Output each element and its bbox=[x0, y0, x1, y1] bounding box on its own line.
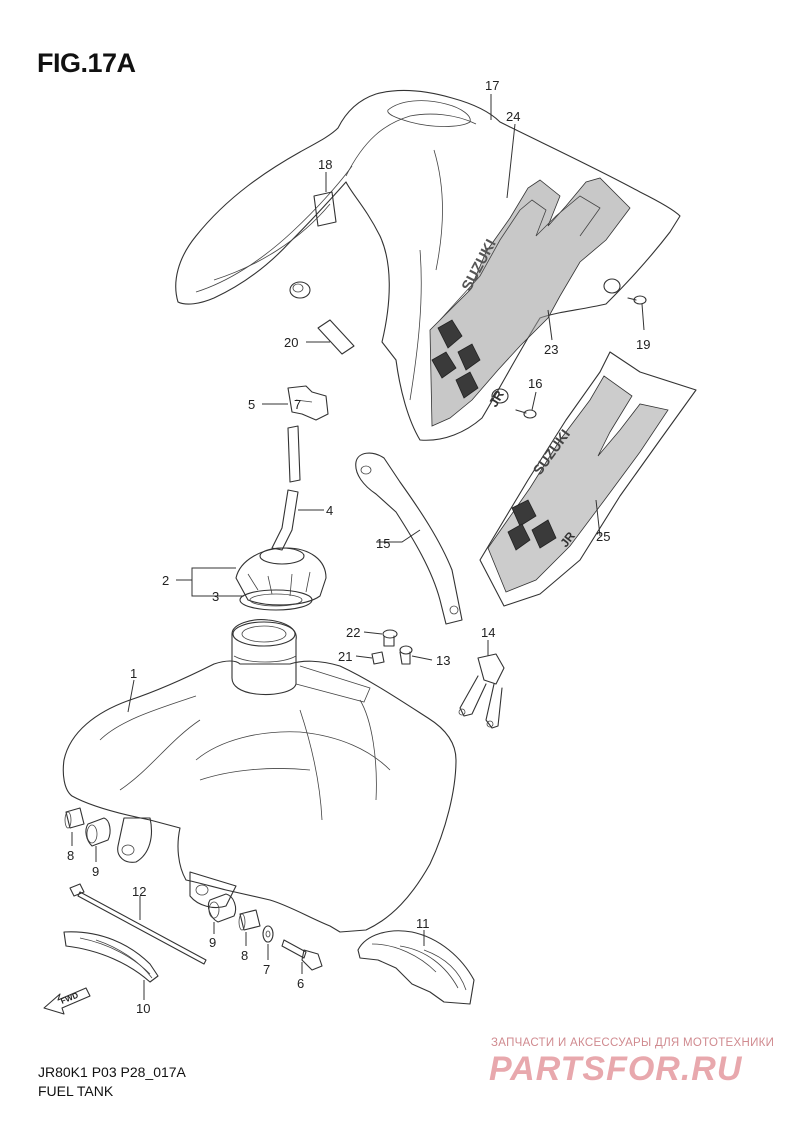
part-4-hose bbox=[271, 425, 301, 551]
callout-1: 1 bbox=[130, 666, 137, 681]
callout-2: 2 bbox=[162, 573, 169, 588]
part-15-bracket bbox=[355, 452, 463, 625]
callout-17: 17 bbox=[485, 78, 499, 93]
callout-7: 7 bbox=[263, 962, 270, 977]
part-8-collar-lower bbox=[238, 909, 261, 931]
callout-5: 5 bbox=[248, 397, 255, 412]
part-1-fuel-tank bbox=[62, 619, 457, 933]
callout-21: 21 bbox=[338, 649, 352, 664]
part-20-pad bbox=[317, 319, 355, 355]
part-9-grommet-lower bbox=[207, 893, 237, 923]
part-14-rubber-strap bbox=[458, 653, 505, 729]
callout-12: 12 bbox=[132, 884, 146, 899]
callout-13: 13 bbox=[436, 653, 450, 668]
callout-3: 3 bbox=[212, 589, 219, 604]
callout-15: 15 bbox=[376, 536, 390, 551]
callout-18: 18 bbox=[318, 157, 332, 172]
part-19-screw bbox=[627, 295, 647, 305]
callout-14: 14 bbox=[481, 625, 495, 640]
callout-23: 23 bbox=[544, 342, 558, 357]
callout-4: 4 bbox=[326, 503, 333, 518]
callout-11: 11 bbox=[416, 916, 430, 931]
part-2-cap bbox=[235, 547, 327, 606]
decal-model-upper: JR bbox=[486, 387, 508, 409]
callout-9-lower: 9 bbox=[209, 935, 216, 950]
leader-lines bbox=[71, 94, 645, 1000]
part-11-protector bbox=[357, 930, 475, 1005]
part-12-strap bbox=[69, 883, 207, 965]
part-10-pad bbox=[63, 931, 159, 983]
callout-7-clip: 7 bbox=[294, 397, 301, 412]
figure-title: FIG.17A bbox=[37, 48, 136, 78]
watermark-logo: PARTSFOR.RU bbox=[489, 1050, 743, 1088]
callout-9-left: 9 bbox=[92, 864, 99, 879]
callout-8-left: 8 bbox=[67, 848, 74, 863]
callout-24: 24 bbox=[506, 109, 520, 124]
callout-19: 19 bbox=[636, 337, 650, 352]
watermark-tagline: ЗАПЧАСТИ И АКСЕССУАРЫ ДЛЯ МОТОТЕХНИКИ bbox=[491, 1037, 775, 1049]
callout-25: 25 bbox=[596, 529, 610, 544]
fwd-arrow-icon: FWD bbox=[43, 987, 91, 1015]
part-7-washer bbox=[262, 925, 274, 943]
part-3-gasket bbox=[239, 589, 313, 611]
part-25-decal bbox=[479, 351, 697, 607]
callout-20: 20 bbox=[284, 335, 298, 350]
part-5-clip bbox=[287, 385, 329, 421]
part-17-shroud bbox=[175, 90, 681, 441]
part-16-screw bbox=[515, 409, 537, 419]
figure-name: FUEL TANK bbox=[38, 1083, 114, 1099]
part-21-nut bbox=[371, 651, 385, 665]
part-6-bolt bbox=[281, 939, 323, 971]
callout-10: 10 bbox=[136, 1001, 150, 1016]
callout-16: 16 bbox=[528, 376, 542, 391]
callout-6: 6 bbox=[297, 976, 304, 991]
callout-22: 22 bbox=[346, 625, 360, 640]
callout-8-lower: 8 bbox=[241, 948, 248, 963]
part-13-bolt bbox=[399, 645, 413, 665]
figure-code: JR80K1 P03 P28_017A bbox=[38, 1064, 186, 1080]
part-22-bolt bbox=[382, 629, 398, 647]
part-8-collar-left bbox=[64, 807, 85, 829]
part-18-label bbox=[313, 191, 337, 227]
part-9-grommet-left bbox=[85, 817, 111, 847]
